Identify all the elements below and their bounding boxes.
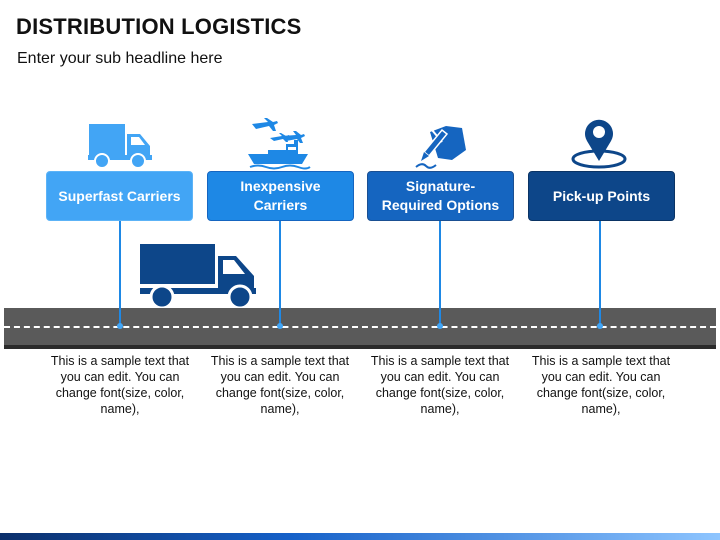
connector-dot xyxy=(117,323,123,329)
step-label: Inexpensive Carriers xyxy=(240,178,321,213)
truck-icon xyxy=(88,124,152,169)
road xyxy=(4,308,716,349)
step-description: This is a sample text that you can edit.… xyxy=(531,354,671,416)
step-label: Superfast Carriers xyxy=(58,187,181,204)
planes-and-ship-icon xyxy=(248,118,311,170)
page-title: DISTRIBUTION LOGISTICS xyxy=(16,14,302,39)
connector-line xyxy=(439,221,441,327)
connector-line xyxy=(599,221,601,327)
connector-dot xyxy=(597,323,603,329)
step-box-signature-required: Signature-Required Options xyxy=(367,171,514,221)
step-description: This is a sample text that you can edit.… xyxy=(370,354,510,416)
connector-dot xyxy=(437,323,443,329)
large-truck-icon xyxy=(140,244,256,310)
connector-line xyxy=(279,221,281,327)
road-center-line xyxy=(4,326,716,328)
page-subtitle: Enter your sub headline here xyxy=(17,50,223,67)
step-box-inexpensive-carriers: Inexpensive Carriers xyxy=(207,171,354,221)
signature-hand-icon xyxy=(415,126,466,169)
bottom-accent-bar xyxy=(0,533,720,540)
step-description: This is a sample text that you can edit.… xyxy=(50,354,190,416)
connector-dot xyxy=(277,323,283,329)
step-label: Signature-Required Options xyxy=(381,178,500,213)
road-edge xyxy=(4,345,716,349)
location-pin-icon xyxy=(571,119,627,169)
connector-line xyxy=(119,221,121,327)
step-label: Pick-up Points xyxy=(552,187,651,204)
step-description: This is a sample text that you can edit.… xyxy=(210,354,350,416)
step-box-superfast-carriers: Superfast Carriers xyxy=(46,171,193,221)
step-box-pickup-points: Pick-up Points xyxy=(528,171,675,221)
